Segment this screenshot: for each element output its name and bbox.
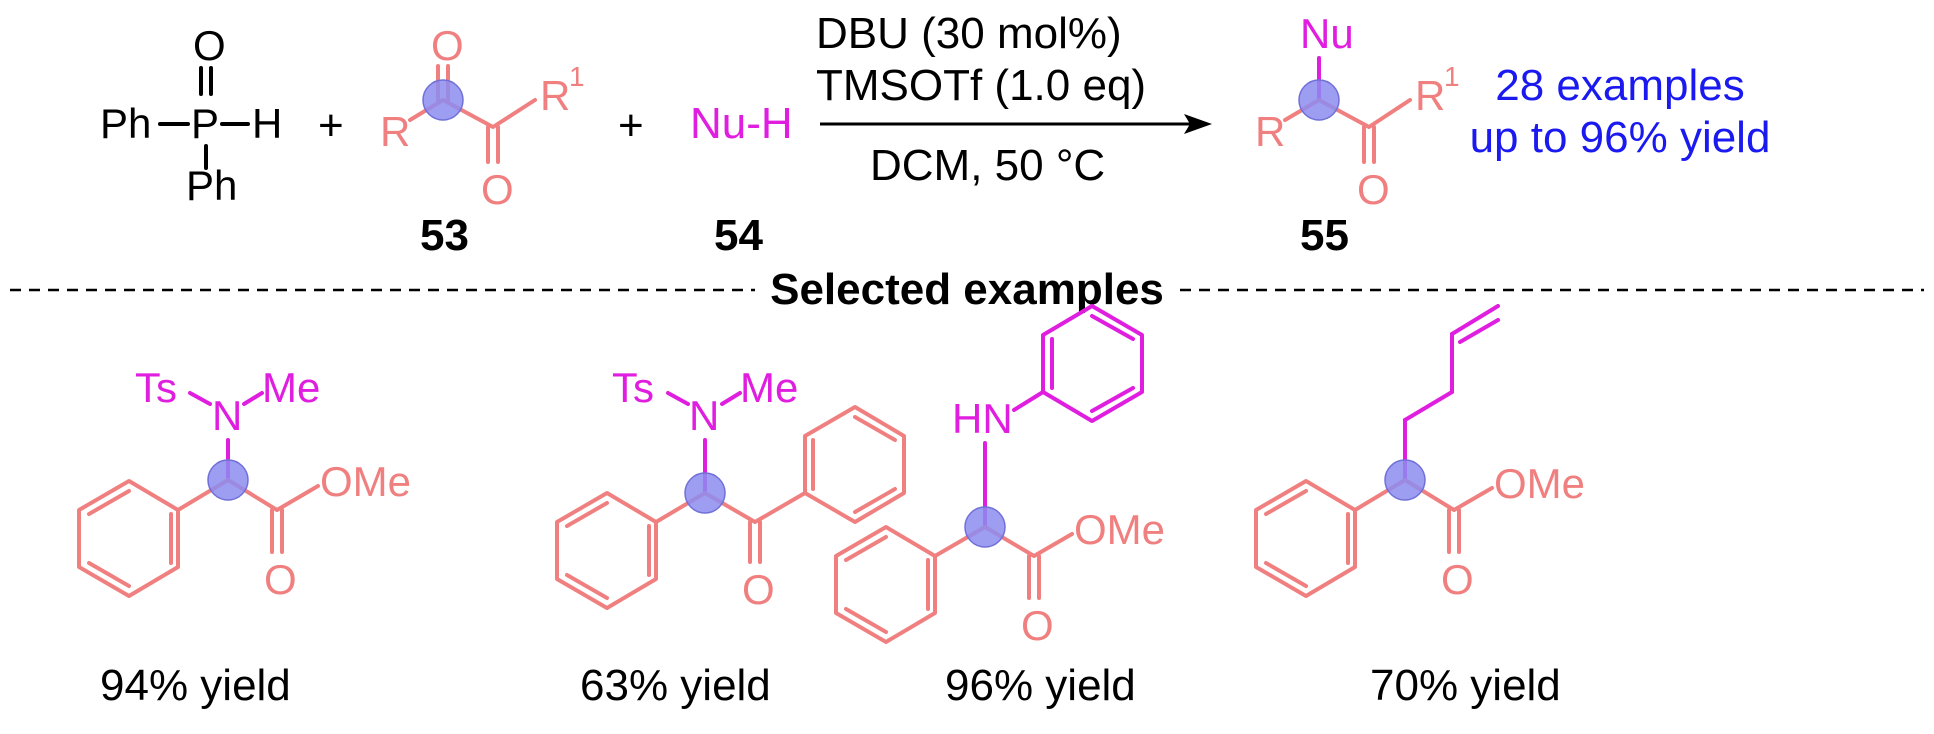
example-1-yield: 94% yield (100, 661, 291, 710)
ex2-ts-n-bond (666, 391, 690, 406)
ex1-o-label: O (264, 556, 297, 603)
ex1-carbon-highlight (207, 459, 249, 501)
reactive-carbon-highlight (422, 79, 464, 121)
product-o-label: O (1357, 166, 1390, 213)
ex4-phenyl-ring (1254, 479, 1357, 598)
plus-sign-2: + (618, 101, 644, 150)
plus-sign-1: + (318, 101, 344, 150)
ex4-vinyl-b (1458, 318, 1500, 344)
ex1-ring-inner-c (87, 489, 131, 516)
ex3-carbon-highlight (964, 506, 1006, 548)
example-2: Ts N Me O (555, 364, 906, 613)
reaction-arrow-head (1184, 114, 1212, 134)
ex4-allyl-2 (1403, 390, 1454, 422)
substrate-o-top: O (431, 22, 464, 69)
ex2-phenyl-ring-left (555, 491, 658, 610)
ex3-ome-label: OMe (1074, 506, 1165, 553)
product-r1-superscript: 1 (1444, 61, 1460, 92)
substrate-53: R O O R 1 (380, 22, 585, 213)
example-4-yield: 70% yield (1370, 661, 1561, 710)
compound-55-label: 55 (1300, 211, 1349, 260)
ex2-me-label: Me (740, 364, 798, 411)
ex3-phenyl-ring (834, 525, 937, 644)
ex2-n-label: N (689, 392, 719, 439)
example-3: HN O OMe (834, 304, 1165, 649)
example-4: O OMe (1254, 304, 1585, 603)
product-r1-label: R (1415, 72, 1445, 119)
ex1-me-label: Me (262, 364, 320, 411)
ex4-vinyl-a (1450, 304, 1500, 336)
ex2-right-inner-b (853, 415, 897, 442)
ex1-chain (176, 478, 320, 512)
ex1-n-me-bond (242, 391, 264, 406)
product-r-label: R (1255, 108, 1285, 155)
ex4-o-label: O (1441, 556, 1474, 603)
ex2-phenyl-ring-right (803, 405, 906, 524)
ex2-chain (654, 491, 807, 524)
ph-bottom-label: Ph (186, 162, 237, 209)
compound-53-label: 53 (420, 211, 469, 260)
product-55: Nu R O R 1 (1255, 10, 1460, 213)
ex1-ome-label: OMe (320, 458, 411, 505)
diphenylphosphine-oxide: Ph P H O Ph (100, 22, 282, 209)
ex2-ts-label: Ts (612, 364, 654, 411)
example-3-yield: 96% yield (945, 661, 1136, 710)
ph-left-label: Ph (100, 100, 151, 147)
substrate-r-label: R (380, 108, 410, 155)
ex3-hn-label: HN (952, 395, 1013, 442)
ex2-o-label: O (742, 566, 775, 613)
ex4-ring-inner-c (1264, 489, 1308, 516)
ex3-chain (933, 525, 1074, 558)
product-nu-label: Nu (1300, 10, 1354, 57)
ex3-o-label: O (1021, 602, 1054, 649)
h-atom-label: H (252, 100, 282, 147)
ex1-ts-n-bond (188, 391, 212, 406)
conditions-line-3: DCM, 50 °C (870, 141, 1105, 190)
compound-54-label: 54 (714, 211, 763, 260)
ex2-right-inner-c (853, 487, 897, 514)
ex3-aniline-ring (1041, 304, 1144, 423)
substrate-r1-superscript: 1 (569, 61, 585, 92)
product-carbon-highlight (1298, 79, 1340, 121)
conditions-line-1: DBU (30 mol%) (816, 9, 1122, 58)
divider-title: Selected examples (770, 265, 1164, 314)
ex3-aniline-inner-c (1090, 386, 1135, 413)
ex4-ome-label: OMe (1494, 460, 1585, 507)
substrate-r1-label: R (540, 72, 570, 119)
nucleophile-label: Nu-H (690, 99, 793, 148)
ex4-ring-inner-b (1264, 561, 1308, 588)
ex3-ring-inner-c (844, 535, 888, 562)
ex3-ring-inner-b (844, 607, 888, 634)
summary-yield: up to 96% yield (1470, 113, 1771, 162)
p-atom-label: P (191, 100, 219, 147)
ex4-chain (1353, 478, 1494, 512)
ex1-n-label: N (212, 392, 242, 439)
ex3-aniline-inner-b (1090, 314, 1135, 341)
ex1-phenyl-ring (77, 479, 180, 598)
ex4-carbon-highlight (1384, 459, 1426, 501)
ex2-n-me-bond (720, 391, 742, 406)
summary-examples: 28 examples (1495, 61, 1744, 110)
ex2-left-inner-b (565, 573, 609, 600)
ex2-left-inner-c (565, 501, 609, 528)
ex3-ring-n-bond (1012, 390, 1045, 412)
conditions-line-2: TMSOTf (1.0 eq) (816, 61, 1146, 110)
ex1-ts-label: Ts (135, 364, 177, 411)
o-atom-label: O (193, 22, 226, 69)
substrate-o-bottom: O (481, 166, 514, 213)
ex1-ring-inner-b (87, 561, 131, 588)
example-2-yield: 63% yield (580, 661, 771, 710)
example-1: Ts N Me O OMe (77, 364, 411, 603)
ex2-carbon-highlight (684, 472, 726, 514)
